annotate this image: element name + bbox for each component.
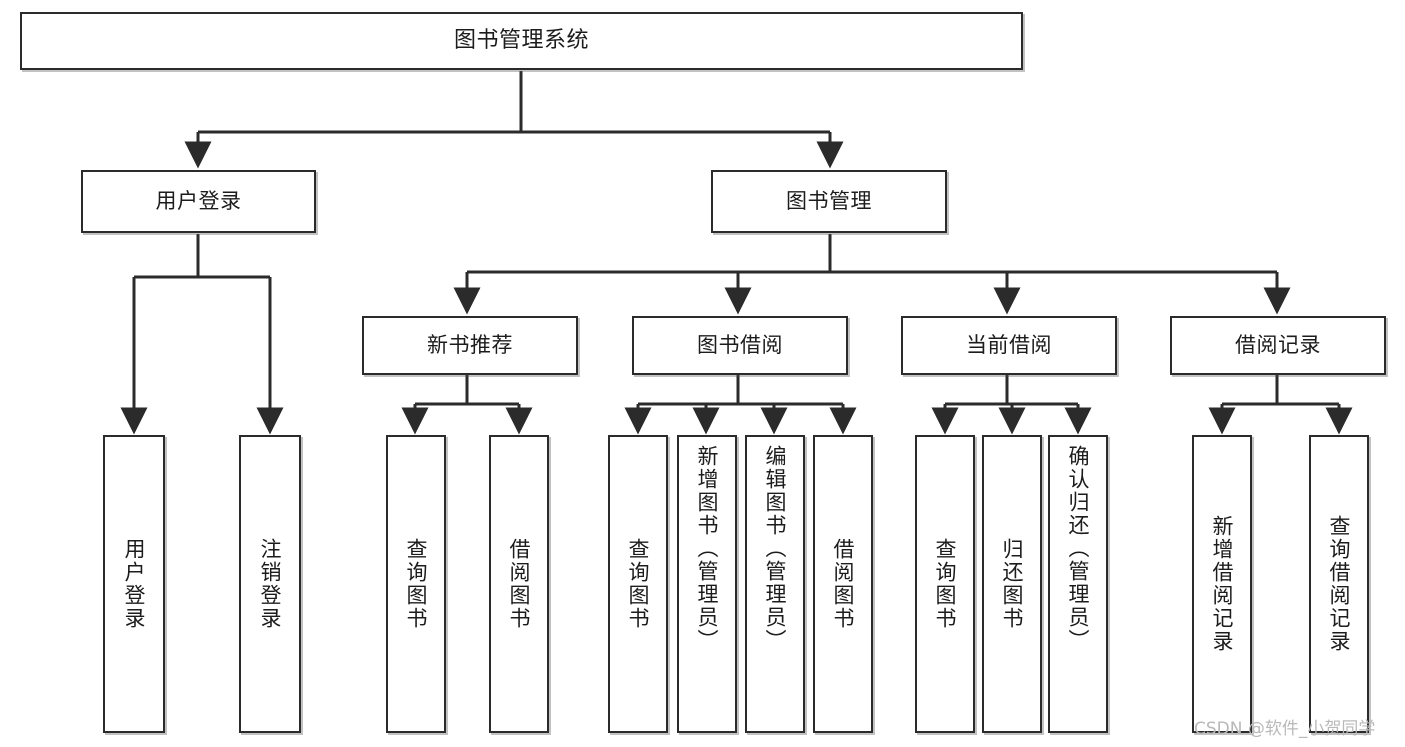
node-leaf-query-book-2[interactable]: 查询图书 [608, 435, 668, 733]
node-user-login-label: 用户登录 [155, 188, 242, 213]
node-new-book-recommend-label: 新书推荐 [427, 332, 513, 357]
node-leaf-add-borrow-record-label: 新增借阅记录 [1210, 515, 1235, 653]
node-leaf-query-book-3-label: 查询图书 [933, 538, 958, 630]
node-leaf-query-borrow-record[interactable]: 查询借阅记录 [1309, 435, 1369, 733]
node-leaf-query-book-2-label: 查询图书 [626, 538, 651, 630]
node-leaf-logout-login-label: 注销登录 [258, 538, 283, 630]
node-borrow-record[interactable]: 借阅记录 [1170, 316, 1386, 375]
node-leaf-query-book-1-label: 查询图书 [404, 538, 429, 630]
node-new-book-recommend[interactable]: 新书推荐 [362, 316, 578, 375]
node-leaf-add-book-admin[interactable]: 新增图书（管理员） [677, 435, 737, 733]
node-leaf-add-borrow-record[interactable]: 新增借阅记录 [1192, 435, 1252, 733]
node-leaf-add-book-admin-label: 新增图书（管理员） [695, 445, 720, 652]
node-leaf-query-book-3[interactable]: 查询图书 [915, 435, 975, 733]
watermark: CSDN @软件_小贺同学 [1194, 719, 1376, 739]
node-leaf-user-login-label: 用户登录 [122, 538, 147, 630]
node-leaf-return-book-label: 归还图书 [1000, 538, 1025, 630]
node-current-borrow[interactable]: 当前借阅 [901, 316, 1117, 375]
node-leaf-borrow-book-2[interactable]: 借阅图书 [813, 435, 873, 733]
node-leaf-logout-login[interactable]: 注销登录 [239, 435, 301, 733]
node-root-label: 图书管理系统 [453, 27, 589, 53]
node-current-borrow-label: 当前借阅 [966, 332, 1052, 357]
node-leaf-borrow-book-1[interactable]: 借阅图书 [489, 435, 549, 733]
node-borrow-record-label: 借阅记录 [1235, 332, 1321, 357]
node-leaf-user-login[interactable]: 用户登录 [103, 435, 165, 733]
node-leaf-confirm-return-admin[interactable]: 确认归还（管理员） [1048, 435, 1108, 733]
node-book-borrow[interactable]: 图书借阅 [632, 316, 848, 375]
node-leaf-query-borrow-record-label: 查询借阅记录 [1327, 515, 1352, 653]
node-leaf-borrow-book-2-label: 借阅图书 [831, 538, 856, 630]
node-leaf-query-book-1[interactable]: 查询图书 [386, 435, 446, 733]
node-book-manage[interactable]: 图书管理 [711, 170, 947, 233]
node-book-manage-label: 图书管理 [786, 188, 872, 213]
node-book-borrow-label: 图书借阅 [697, 332, 783, 357]
node-root[interactable]: 图书管理系统 [20, 12, 1023, 70]
node-leaf-return-book[interactable]: 归还图书 [982, 435, 1042, 733]
node-leaf-edit-book-admin-label: 编辑图书（管理员） [763, 445, 788, 652]
node-user-login[interactable]: 用户登录 [81, 170, 316, 233]
node-leaf-confirm-return-admin-label: 确认归还（管理员） [1066, 445, 1091, 652]
node-leaf-edit-book-admin[interactable]: 编辑图书（管理员） [745, 435, 805, 733]
node-leaf-borrow-book-1-label: 借阅图书 [507, 538, 532, 630]
